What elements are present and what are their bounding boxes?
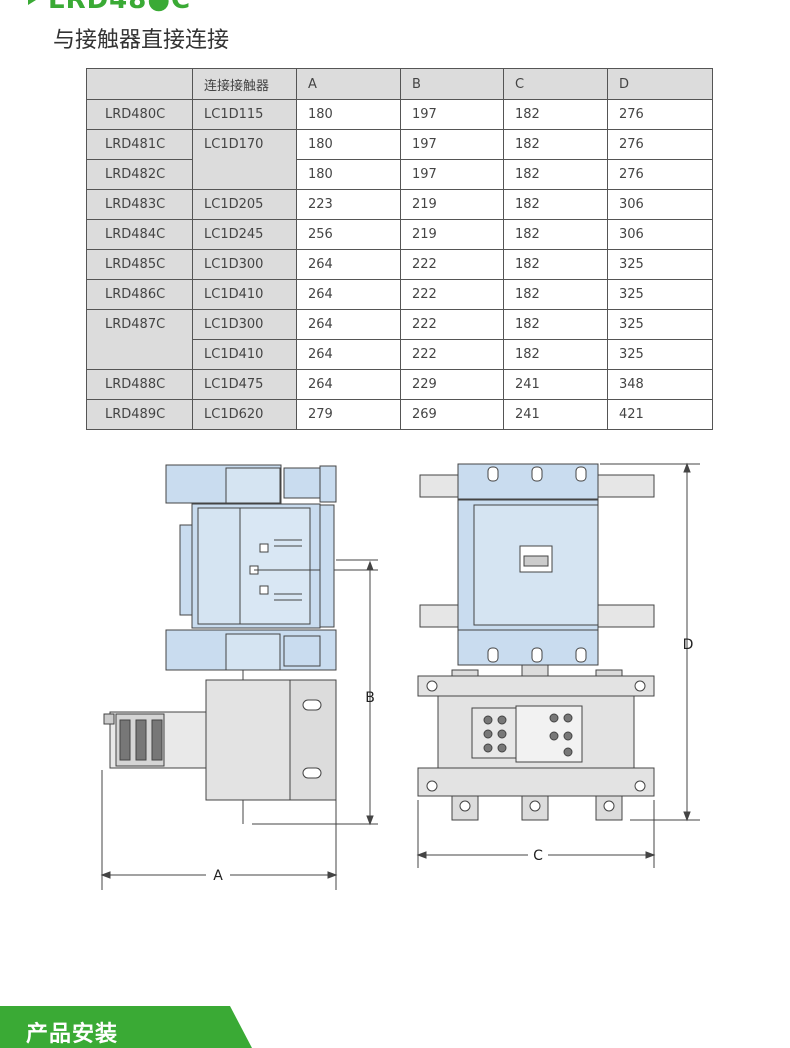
model-cell: LRD486C xyxy=(86,279,193,310)
header-cell-contactor: 连接接触器 xyxy=(192,68,297,100)
contactor-cell: LC1D410 xyxy=(192,339,297,370)
value-cell-b: 197 xyxy=(400,99,504,130)
value-cell-b: 219 xyxy=(400,219,504,250)
product-code-heading: LRD48●C xyxy=(48,0,192,15)
dimension-label-d: D xyxy=(683,637,694,653)
value-cell-b: 197 xyxy=(400,129,504,160)
value-cell-d: 276 xyxy=(607,99,713,130)
value-cell-c: 182 xyxy=(503,309,608,340)
value-cell-a: 180 xyxy=(296,99,401,130)
value-cell-b: 222 xyxy=(400,279,504,310)
contactor-cell: LC1D245 xyxy=(192,219,297,250)
header-cell-a: A xyxy=(296,68,401,100)
header-cell-model xyxy=(86,68,193,100)
value-cell-b: 222 xyxy=(400,339,504,370)
value-cell-c: 182 xyxy=(503,159,608,190)
header-cell-b: B xyxy=(400,68,504,100)
model-cell: LRD484C xyxy=(86,219,193,250)
value-cell-d: 306 xyxy=(607,189,713,220)
header-cell-c: C xyxy=(503,68,608,100)
table-row: LRD486C LC1D410 264 222 182 325 xyxy=(86,279,713,310)
value-cell-a: 279 xyxy=(296,399,401,430)
value-cell-b: 222 xyxy=(400,249,504,280)
value-cell-d: 325 xyxy=(607,339,713,370)
value-cell-c: 182 xyxy=(503,219,608,250)
table-row: LRD489C LC1D620 279 269 241 421 xyxy=(86,399,713,430)
value-cell-c: 182 xyxy=(503,339,608,370)
table-row: LRD482C 180 197 182 276 xyxy=(86,159,713,190)
table-row: LC1D410 264 222 182 325 xyxy=(87,339,713,370)
section-subtitle: 与接触器直接连接 xyxy=(53,28,230,53)
value-cell-d: 276 xyxy=(607,159,713,190)
model-cell: LRD488C xyxy=(86,369,193,400)
triangle-bullet-icon xyxy=(28,0,36,5)
contactor-cell: LC1D475 xyxy=(192,369,297,400)
value-cell-d: 421 xyxy=(607,399,713,430)
value-cell-d: 325 xyxy=(607,279,713,310)
value-cell-d: 348 xyxy=(607,369,713,400)
value-cell-a: 264 xyxy=(296,249,401,280)
value-cell-b: 219 xyxy=(400,189,504,220)
contactor-cell: LC1D620 xyxy=(192,399,297,430)
table-row: LRD484C LC1D245 256 219 182 306 xyxy=(86,219,713,250)
value-cell-b: 197 xyxy=(400,159,504,190)
value-cell-c: 182 xyxy=(503,249,608,280)
front-view-drawing xyxy=(416,462,700,868)
table-row: LRD481C LC1D170 180 197 182 276 xyxy=(86,129,713,190)
dimension-label-c: C xyxy=(533,848,543,864)
header-cell-d: D xyxy=(607,68,713,100)
table-header-row: 连接接触器 A B C D xyxy=(86,68,713,100)
section-header: LRD48●C xyxy=(28,0,191,14)
value-cell-b: 269 xyxy=(400,399,504,430)
dimension-label-a: A xyxy=(213,868,223,884)
contactor-cell: LC1D300 xyxy=(192,309,297,340)
table-row: LRD485C LC1D300 264 222 182 325 xyxy=(86,249,713,280)
model-cell: LRD485C xyxy=(86,249,193,280)
value-cell-d: 306 xyxy=(607,219,713,250)
contactor-cell: LC1D410 xyxy=(192,279,297,310)
side-view-drawing xyxy=(100,464,378,890)
value-cell-a: 180 xyxy=(296,129,401,160)
value-cell-a: 223 xyxy=(296,189,401,220)
model-cell: LRD481C xyxy=(86,129,193,160)
model-cell: LRD482C xyxy=(86,159,193,190)
value-cell-c: 182 xyxy=(503,189,608,220)
model-cell: LRD480C xyxy=(86,99,193,130)
value-cell-a: 264 xyxy=(296,279,401,310)
value-cell-a: 256 xyxy=(296,219,401,250)
value-cell-d: 325 xyxy=(607,309,713,340)
footer-banner xyxy=(0,1006,252,1048)
value-cell-d: 325 xyxy=(607,249,713,280)
value-cell-c: 182 xyxy=(503,129,608,160)
value-cell-a: 264 xyxy=(296,369,401,400)
value-cell-b: 222 xyxy=(400,309,504,340)
value-cell-c: 182 xyxy=(503,99,608,130)
table-row: LRD480C LC1D115 180 197 182 276 xyxy=(86,99,713,130)
value-cell-c: 182 xyxy=(503,279,608,310)
contactor-cell: LC1D205 xyxy=(192,189,297,220)
dimension-drawings: B A xyxy=(100,462,700,890)
model-cell: LRD487C xyxy=(86,309,193,370)
value-cell-d: 276 xyxy=(607,129,713,160)
dimension-label-b: B xyxy=(365,690,375,706)
contactor-cell: LC1D170 xyxy=(192,129,297,190)
model-cell: LRD489C xyxy=(86,399,193,430)
contactor-cell: LC1D300 xyxy=(192,249,297,280)
value-cell-a: 180 xyxy=(296,159,401,190)
value-cell-b: 229 xyxy=(400,369,504,400)
value-cell-c: 241 xyxy=(503,369,608,400)
value-cell-a: 264 xyxy=(296,309,401,340)
value-cell-a: 264 xyxy=(296,339,401,370)
dimension-table: 连接接触器 A B C D LRD480C LC1D115 180 197 18… xyxy=(86,68,713,430)
table-row: LRD483C LC1D205 223 219 182 306 xyxy=(86,189,713,220)
table-row: LRD487C LC1D300 264 222 182 325 xyxy=(86,309,713,370)
model-cell: LRD483C xyxy=(86,189,193,220)
value-cell-c: 241 xyxy=(503,399,608,430)
contactor-cell: LC1D115 xyxy=(192,99,297,130)
table-row: LRD488C LC1D475 264 229 241 348 xyxy=(86,369,713,400)
footer-section-title: 产品安装 xyxy=(26,1022,119,1047)
